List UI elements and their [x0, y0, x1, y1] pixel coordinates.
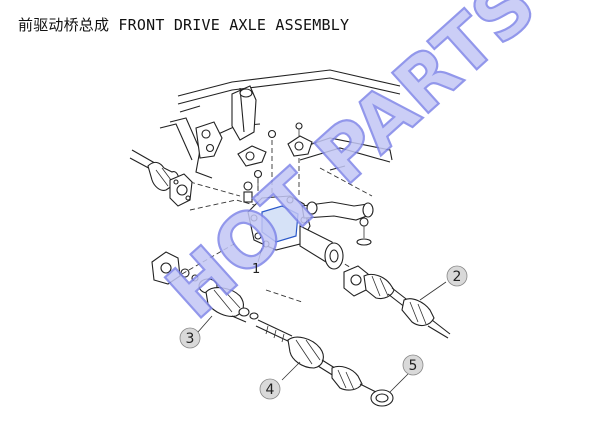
callout-2-label: 2 [453, 269, 462, 285]
callout-4: 4 [259, 378, 281, 400]
vehicle-frame [159, 69, 401, 179]
callout-5: 5 [402, 354, 424, 376]
right-drive-shaft [343, 265, 451, 339]
lower-drive-shaft [255, 319, 377, 393]
callout-3-label: 3 [186, 331, 195, 347]
callout-4-label: 4 [266, 382, 275, 398]
callout-3: 3 [179, 327, 201, 349]
callout-1-label: 1 [252, 262, 260, 277]
fasteners [180, 122, 372, 282]
left-cv-joint [151, 251, 259, 323]
seal-ring [370, 373, 409, 407]
left-drive-shaft [129, 149, 193, 207]
differential-housing [247, 195, 374, 270]
page-title: 前驱动桥总成 FRONT DRIVE AXLE ASSEMBLY [18, 16, 350, 34]
callout-2: 2 [446, 265, 468, 287]
callout-5-label: 5 [409, 358, 418, 374]
